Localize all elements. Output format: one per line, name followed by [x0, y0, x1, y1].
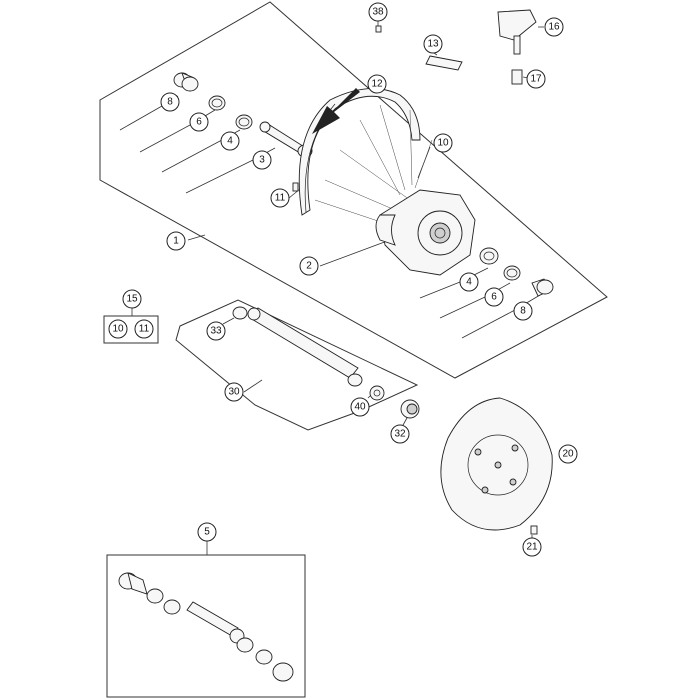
rim-lock-part — [497, 9, 537, 55]
callout-20: 20 — [558, 444, 578, 464]
callout-label: 16 — [548, 22, 560, 33]
set-15-frame — [103, 315, 159, 344]
bearing-kit-parts — [118, 572, 294, 682]
callout-label: 21 — [526, 542, 538, 553]
callout-label: 32 — [394, 429, 406, 440]
callout-label: 8 — [520, 306, 526, 317]
callout-label: 12 — [371, 79, 383, 90]
callout-label: 11 — [139, 324, 150, 335]
axle-nut-part — [369, 385, 385, 401]
callout-17: 17 — [526, 69, 546, 89]
hub-part — [375, 189, 476, 276]
callout-11-top: 11 — [270, 188, 290, 208]
callout-21: 21 — [522, 537, 542, 557]
callout-label: 10 — [437, 138, 449, 149]
spacer-right-part — [531, 278, 554, 297]
callout-6-right: 6 — [484, 287, 504, 307]
callout-label: 20 — [562, 449, 574, 460]
callout-10-set: 10 — [108, 319, 128, 339]
bearing-right-part — [479, 247, 499, 265]
callout-33: 33 — [206, 321, 226, 341]
callout-label: 6 — [491, 292, 497, 303]
callout-label: 10 — [112, 324, 124, 335]
spacer-part — [173, 72, 199, 92]
valve-cap-part — [375, 25, 382, 33]
callout-label: 1 — [173, 236, 179, 247]
rim-lock-nut-part — [511, 69, 523, 85]
callout-4-right: 4 — [459, 272, 479, 292]
callout-label: 33 — [210, 326, 222, 337]
brake-disc-part — [440, 397, 553, 531]
callout-label: 11 — [275, 193, 286, 204]
callout-label: 40 — [354, 402, 366, 413]
axle-part — [232, 306, 363, 387]
seal-part — [208, 95, 226, 111]
callout-label: 38 — [372, 7, 384, 18]
callout-label: 4 — [227, 136, 233, 147]
callout-16: 16 — [544, 17, 564, 37]
callout-11-set: 11 — [134, 319, 154, 339]
callout-1: 1 — [166, 231, 186, 251]
wheel-assembly-frame — [99, 1, 608, 379]
callout-label: 8 — [167, 97, 173, 108]
callout-40: 40 — [350, 397, 370, 417]
axle-group-frame — [175, 299, 419, 431]
bearing-kit-frame — [106, 554, 306, 698]
axle-spacer-part — [400, 399, 420, 419]
bearing-part — [235, 114, 253, 130]
callout-label: 17 — [530, 74, 542, 85]
callout-6-top: 6 — [189, 112, 209, 132]
spoke-nipple-part — [292, 182, 299, 192]
callout-4-top: 4 — [220, 131, 240, 151]
callout-13: 13 — [423, 34, 443, 54]
callout-38: 38 — [368, 2, 388, 22]
callout-5: 5 — [197, 522, 217, 542]
callout-label: 6 — [196, 117, 202, 128]
callout-label: 15 — [126, 294, 138, 305]
callout-3: 3 — [252, 150, 272, 170]
rim-tape-part — [425, 55, 463, 71]
callout-30: 30 — [224, 382, 244, 402]
callout-label: 3 — [259, 155, 265, 166]
callout-32: 32 — [390, 424, 410, 444]
callout-label: 13 — [427, 39, 439, 50]
callout-10-top: 10 — [433, 133, 453, 153]
callout-label: 30 — [228, 387, 240, 398]
callout-12: 12 — [367, 74, 387, 94]
callout-15: 15 — [122, 289, 142, 309]
callout-2: 2 — [299, 256, 319, 276]
callout-8-right: 8 — [513, 301, 533, 321]
callout-label: 2 — [306, 261, 312, 272]
seal-right-part — [503, 265, 521, 281]
callout-label: 4 — [466, 277, 472, 288]
callout-label: 5 — [204, 527, 210, 538]
callout-8-top: 8 — [160, 92, 180, 112]
disc-screw-part — [530, 525, 538, 535]
rotation-direction-arrow — [312, 88, 360, 134]
